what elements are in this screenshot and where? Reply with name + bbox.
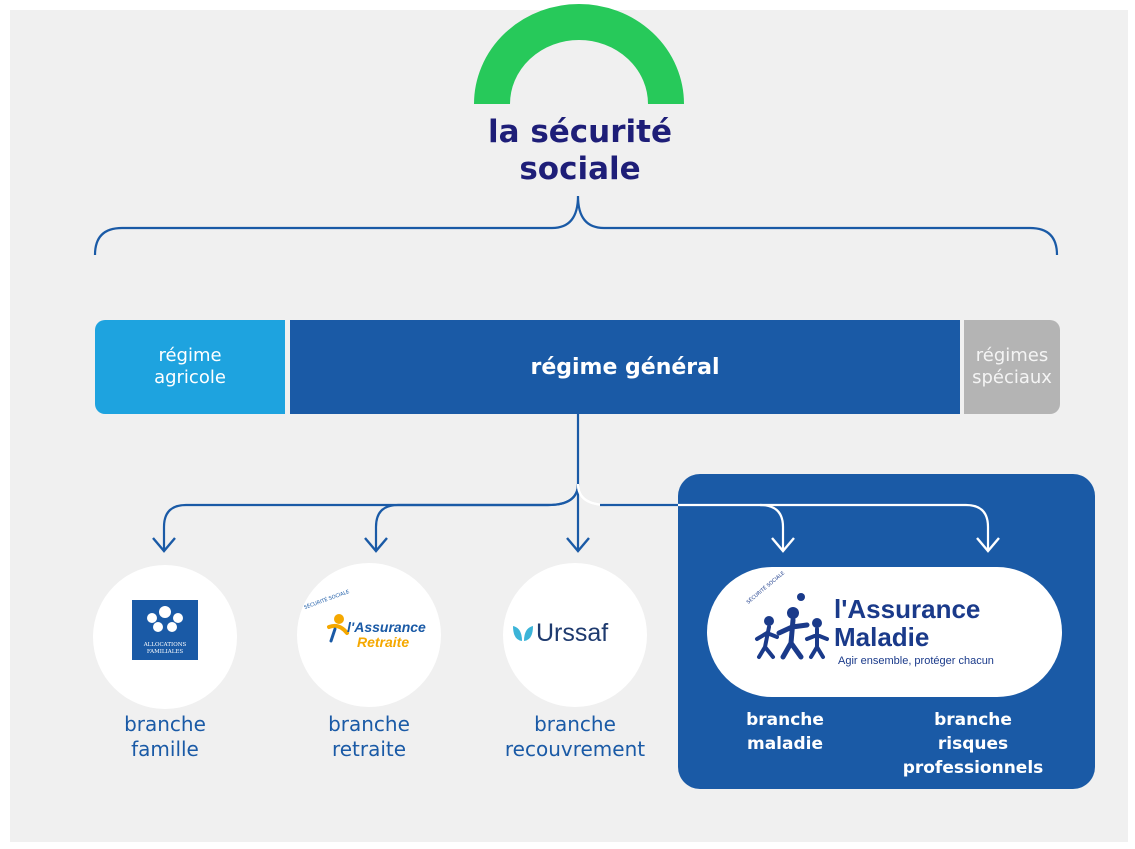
regime-agricole-box: régime agricole xyxy=(95,320,285,414)
retraite-logo-circle: SÉCURITÉ SOCIALE l'Assurance Retraite xyxy=(297,563,441,707)
assurance-maladie-title: l'Assurance Maladie xyxy=(834,595,980,651)
regime-agricole-line1: régime xyxy=(158,345,222,366)
branche-maladie-line1: branche xyxy=(746,710,824,730)
branche-maladie-label: branche maladie xyxy=(730,708,840,756)
branche-risques-label: branche risques professionnels xyxy=(898,708,1048,780)
connector-retraite xyxy=(374,483,580,550)
caf-logo-circle: ALLOCATIONS FAMILIALES xyxy=(93,565,237,709)
branche-recouvrement-line1: branche xyxy=(534,712,616,736)
branche-famille-line2: famille xyxy=(131,737,199,761)
caf-logo-text2: FAMILIALES xyxy=(146,649,184,655)
urssaf-leaf-icon xyxy=(513,626,533,641)
retraite-logo-text1: l'Assurance xyxy=(347,619,426,635)
branche-risques-line1: branche xyxy=(934,710,1012,730)
branche-famille-label: branche famille xyxy=(93,712,237,762)
assurance-maladie-title2: Maladie xyxy=(834,622,930,652)
regime-general-label: régime général xyxy=(530,354,720,380)
logo-title-line2: sociale xyxy=(519,151,641,187)
branche-retraite-line2: retraite xyxy=(331,737,407,761)
arrowhead-recouvrement xyxy=(566,537,590,553)
caf-logo-text1: ALLOCATIONS xyxy=(143,642,187,648)
urssaf-logo-circle: Urssaf xyxy=(503,563,647,707)
branche-retraite-label: branche retraite xyxy=(297,712,441,762)
regimes-speciaux-line2: spéciaux xyxy=(972,367,1052,388)
logo-title: la sécurité sociale xyxy=(455,114,705,188)
branche-recouvrement-label: branche recouvrement xyxy=(490,712,660,762)
arrowhead-famille xyxy=(152,537,176,553)
assurance-maladie-title1: l'Assurance xyxy=(834,594,981,624)
branche-risques-line3: professionnels xyxy=(902,758,1044,778)
regime-general-box: régime général xyxy=(290,320,960,414)
regimes-speciaux-line1: régimes xyxy=(975,345,1049,366)
assurance-maladie-figures-icon xyxy=(755,593,829,660)
urssaf-logo-text: Urssaf xyxy=(536,619,609,647)
branche-retraite-line1: branche xyxy=(328,712,410,736)
regime-agricole-line2: agricole xyxy=(154,367,226,388)
top-brace xyxy=(93,195,1059,256)
logo-arc xyxy=(474,4,684,105)
arrowhead-maladie xyxy=(771,537,795,553)
logo-title-line1: la sécurité xyxy=(487,114,673,150)
regimes-speciaux-box: régimes spéciaux xyxy=(964,320,1060,414)
caf-logo: ALLOCATIONS FAMILIALES xyxy=(132,600,198,660)
arrowhead-retraite xyxy=(364,537,388,553)
retraite-figure-icon xyxy=(327,614,349,643)
caf-family-icon xyxy=(147,606,183,632)
branche-risques-line2: risques xyxy=(937,734,1009,754)
assurance-maladie-logo-pill: SÉCURITÉ SOCIALE l'Assurance Maladie Agi… xyxy=(707,567,1062,697)
branche-famille-line1: branche xyxy=(124,712,206,736)
assurance-maladie-tagline: Agir ensemble, protéger chacun xyxy=(838,655,994,667)
arrowhead-risques xyxy=(976,537,1000,553)
branche-maladie-line2: maladie xyxy=(746,734,823,754)
branche-recouvrement-line2: recouvrement xyxy=(504,737,646,761)
retraite-logo-text2: Retraite xyxy=(357,634,410,650)
